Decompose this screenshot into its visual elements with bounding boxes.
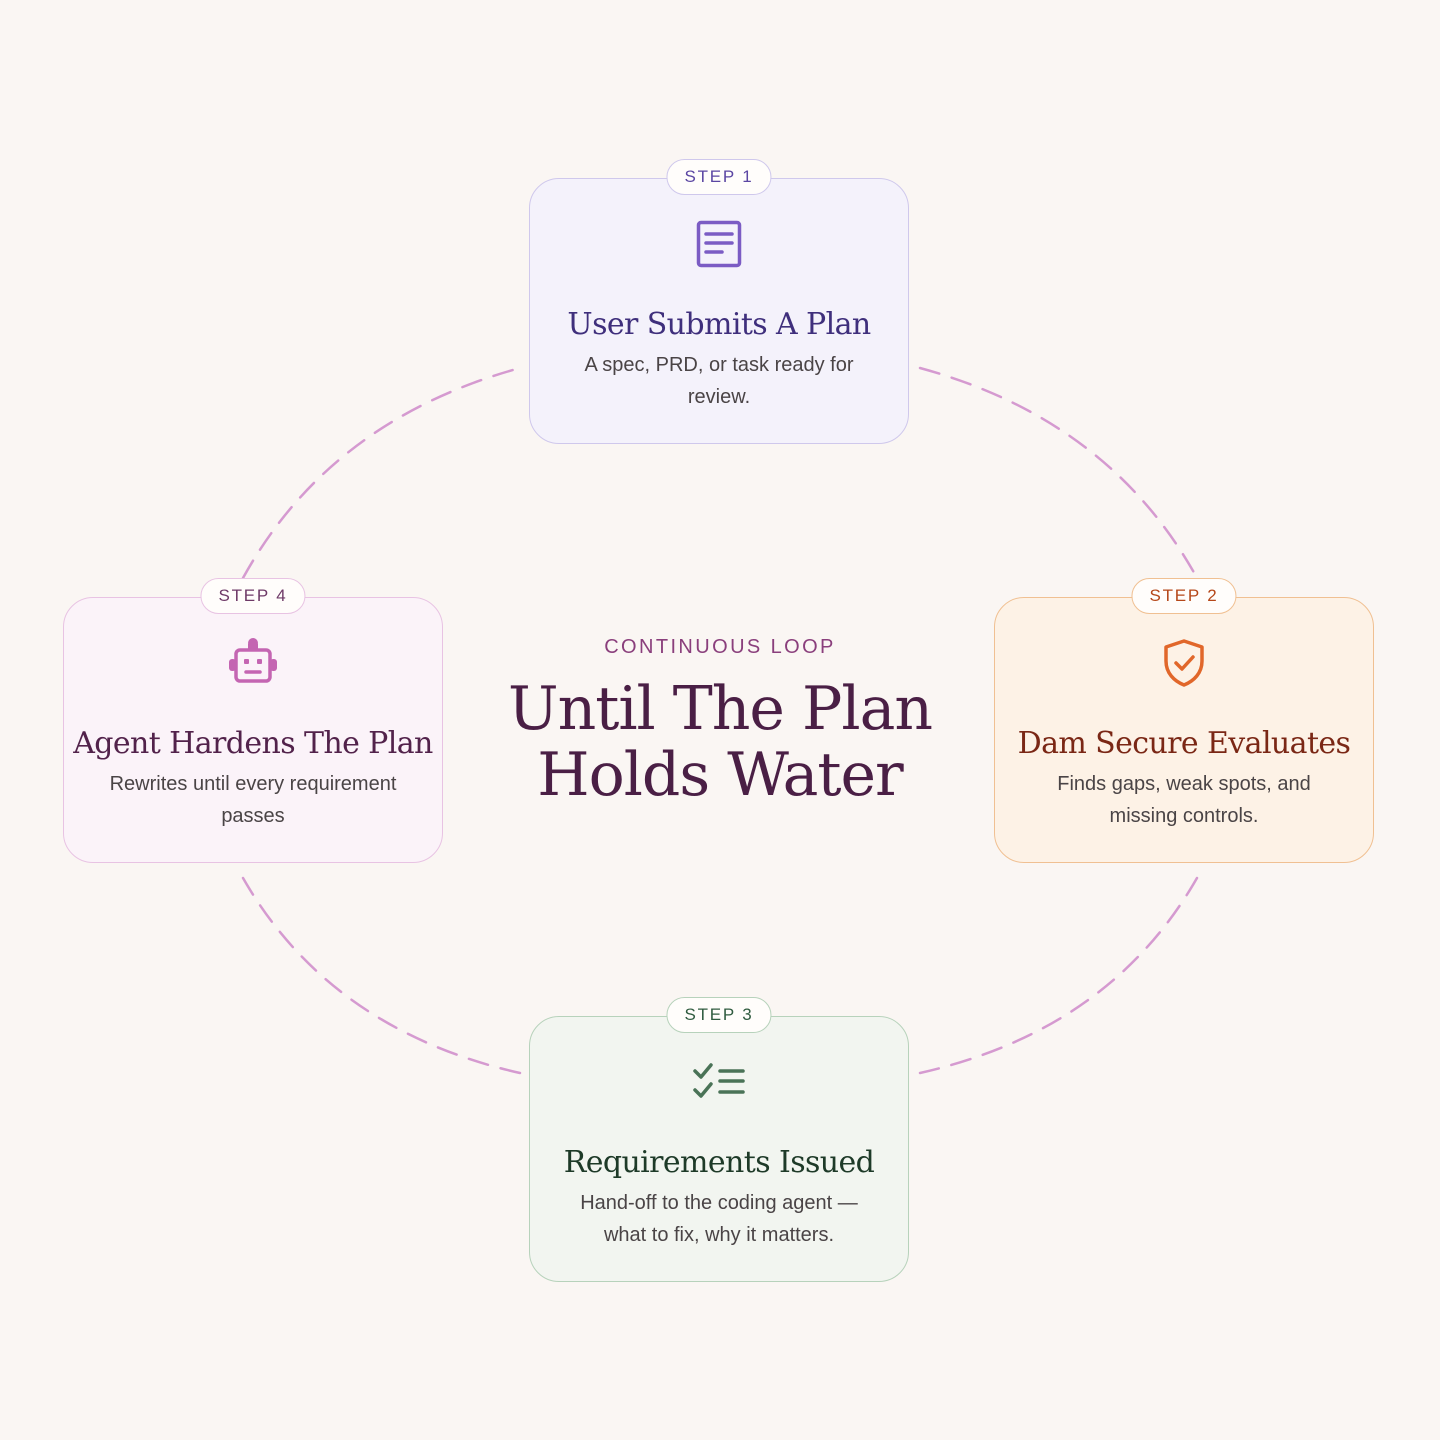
step-badge: STEP 2 <box>1131 578 1237 614</box>
step-card-3: STEP 3 Requirements Issued Hand-off to t… <box>529 997 909 1282</box>
step-title: Agent Hardens The Plan <box>73 726 433 761</box>
step-title: Dam Secure Evaluates <box>1017 726 1351 761</box>
step-badge: STEP 4 <box>200 578 306 614</box>
step-description: Hand-off to the coding agent — what to f… <box>580 1192 858 1246</box>
connector-step3-to-step4 <box>241 876 522 1075</box>
robot-icon <box>226 636 280 690</box>
step-description: Finds gaps, weak spots, and missing cont… <box>1057 773 1311 827</box>
step-title: User Submits A Plan <box>567 307 871 342</box>
checklist-icon <box>692 1055 746 1109</box>
connector-step1-to-step2 <box>918 366 1199 580</box>
loop-center: CONTINUOUS LOOP Until The Plan Holds Wat… <box>440 630 1000 808</box>
shield-check-icon <box>1157 636 1211 690</box>
step-card-2: STEP 2 Dam Secure Evaluates Finds gaps, … <box>994 578 1374 863</box>
step-card-4: STEP 4 Agent Hardens The Plan Rewrites u… <box>63 578 443 863</box>
step-card-1: STEP 1 User Submits A Plan A spec, PRD, … <box>529 159 909 444</box>
step-badge: STEP 1 <box>666 159 772 195</box>
loop-title: Until The Plan Holds Water <box>440 676 1000 808</box>
step-title: Requirements Issued <box>563 1145 875 1180</box>
connector-step4-to-step1 <box>241 366 522 580</box>
step-description: A spec, PRD, or task ready for review. <box>584 354 854 408</box>
loop-eyebrow: CONTINUOUS LOOP <box>604 636 836 658</box>
step-description: Rewrites until every requirement passes <box>109 773 397 827</box>
loop-title-line1: Until The Plan <box>508 674 933 744</box>
document-icon <box>692 217 746 271</box>
loop-title-line2: Holds Water <box>537 740 903 810</box>
step-badge: STEP 3 <box>666 997 772 1033</box>
connector-step2-to-step3 <box>918 876 1199 1075</box>
